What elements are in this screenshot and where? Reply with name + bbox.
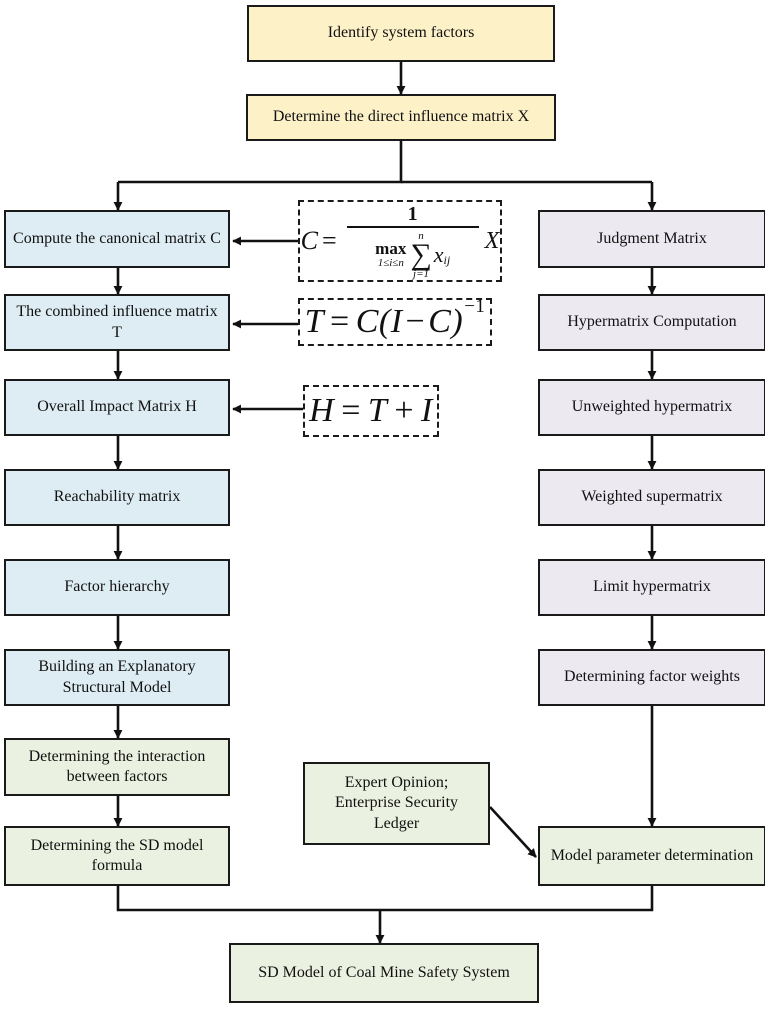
overall-formula: H=T+I: [303, 385, 439, 437]
sd-model-formula-box: Determining the SD model formula: [4, 826, 230, 886]
formula-t-lhs: T: [304, 303, 324, 340]
formula-c-eq: =: [322, 226, 337, 255]
ism-model-box: Building an Explanatory Structural Model: [4, 649, 230, 706]
formula-t-body2: C): [428, 303, 464, 340]
sum-symbol: ∑: [410, 237, 432, 271]
formula-h-lhs: H: [309, 392, 335, 429]
unweighted-hypermatrix-box: Unweighted hypermatrix: [538, 379, 765, 436]
factor-weights-box: Determining factor weights: [538, 649, 765, 706]
merge-connector: [116, 886, 654, 912]
formula-c-lhs: C: [300, 226, 318, 255]
formula-c-rhs: X: [484, 227, 500, 254]
limit-hypermatrix-box: Limit hypermatrix: [538, 559, 765, 616]
canonical-matrix-box: Compute the canonical matrix C: [4, 210, 230, 268]
sum-upper: n: [418, 229, 424, 242]
combined-formula: T=C(I−C)−1: [298, 296, 492, 346]
reachability-matrix-box: Reachability matrix: [4, 469, 230, 526]
arrow-expert-to-params: [489, 806, 537, 858]
judgment-matrix-box: Judgment Matrix: [538, 210, 765, 268]
identify-factors-box: Identify system factors: [247, 5, 555, 62]
overall-impact-matrix-box: Overall Impact Matrix H: [4, 379, 230, 436]
hypermatrix-computation-box: Hypermatrix Computation: [538, 294, 765, 351]
model-parameter-box: Model parameter determination: [538, 826, 765, 886]
direct-influence-matrix-box: Determine the direct influence matrix X: [246, 94, 556, 141]
formula-h-b: I: [421, 392, 433, 429]
formula-c-numerator: 1: [407, 202, 418, 225]
formula-h-plus: +: [394, 392, 415, 429]
weighted-supermatrix-box: Weighted supermatrix: [538, 469, 765, 526]
split-connector: [118, 141, 403, 184]
sd-model-final-box: SD Model of Coal Mine Safety System: [229, 943, 539, 1003]
sum-operator: n ∑ j=1: [410, 230, 431, 280]
formula-t-exponent: −1: [464, 296, 486, 317]
formula-t-minus: −: [405, 303, 426, 340]
summand: x: [433, 241, 444, 267]
formula-h-eq: =: [341, 392, 361, 429]
summand-sub: ij: [443, 253, 451, 267]
formula-t-eq: =: [330, 303, 350, 340]
max-word: max: [375, 239, 407, 258]
expert-opinion-box: Expert Opinion; Enterprise Security Ledg…: [303, 762, 490, 845]
max-operator: max 1≤i≤n: [375, 240, 406, 269]
fraction-bar: [346, 225, 479, 228]
factor-interaction-box: Determining the interaction between fact…: [4, 738, 230, 796]
formula-t-body: C(I: [355, 303, 403, 340]
factor-hierarchy-box: Factor hierarchy: [4, 559, 230, 616]
formula-h-a: T: [367, 392, 388, 429]
combined-influence-matrix-box: The combined influence matrix T: [4, 294, 230, 351]
max-range: 1≤i≤n: [377, 257, 404, 269]
sum-lower: j=1: [413, 267, 430, 280]
